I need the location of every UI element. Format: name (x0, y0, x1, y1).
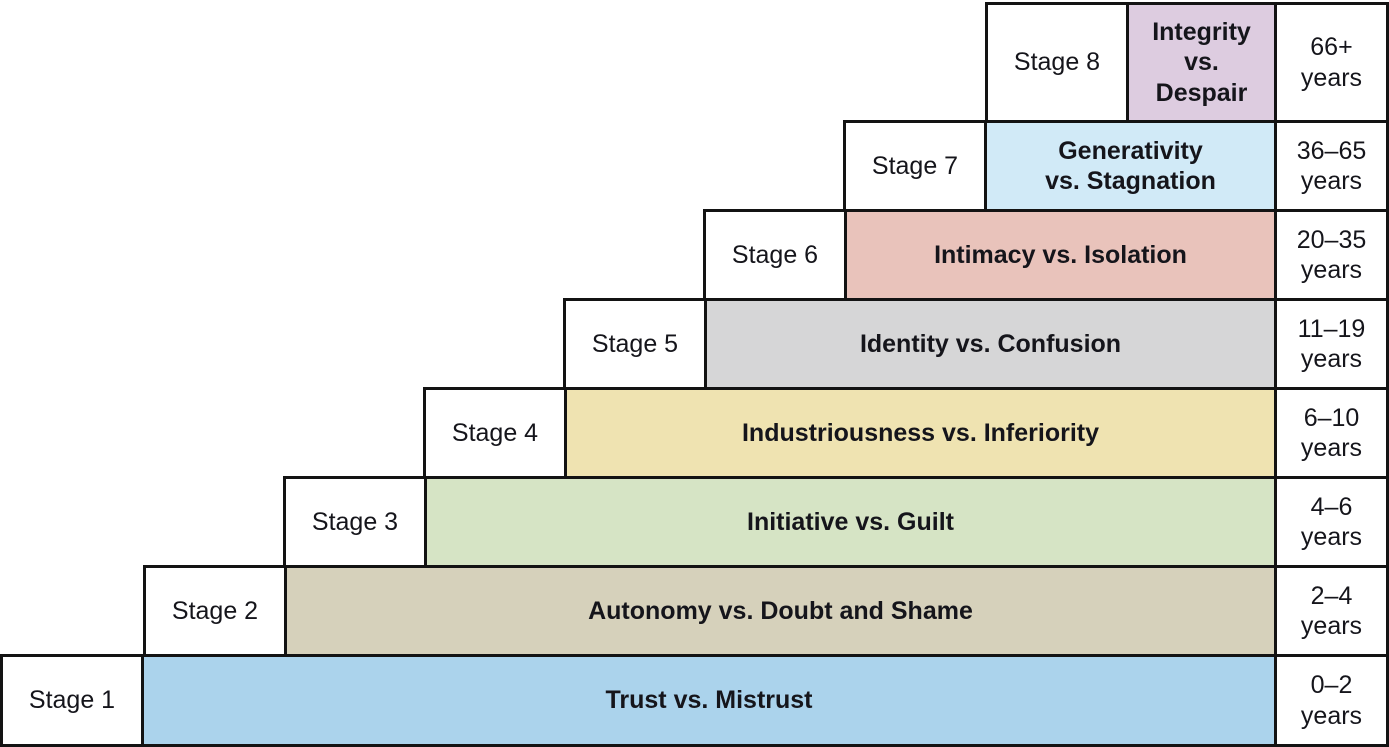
conflict-label: Trust vs. Mistrust (605, 686, 813, 715)
conflict-label: Autonomy vs. Doubt and Shame (588, 596, 973, 625)
stage-3-row: Stage 3 Initiative vs. Guilt 4–6 years (283, 476, 1389, 568)
stage-3-label-cell: Stage 3 (283, 476, 427, 568)
stage-5-conflict-cell: Identity vs. Confusion (704, 298, 1277, 390)
stage-label: Stage 7 (871, 151, 959, 180)
stage-2-conflict-cell: Autonomy vs. Doubt and Shame (284, 565, 1277, 657)
stage-2-row: Stage 2 Autonomy vs. Doubt and Shame 2–4… (143, 565, 1389, 657)
stage-7-label-cell: Stage 7 (843, 120, 987, 212)
age-range: 11–19 (1297, 314, 1366, 343)
age-unit: years (1300, 523, 1363, 551)
stage-7-conflict-cell: Generativity vs. Stagnation (984, 120, 1277, 212)
conflict-label: Initiative vs. Guilt (747, 507, 954, 536)
age-unit: years (1300, 345, 1363, 373)
stage-1-label-cell: Stage 1 (0, 654, 144, 747)
stage-2-age-cell: 2–4 years (1274, 565, 1389, 657)
stage-6-label-cell: Stage 6 (703, 209, 847, 301)
stage-5-age-cell: 11–19 years (1274, 298, 1389, 390)
stage-5-row: Stage 5 Identity vs. Confusion 11–19 yea… (563, 298, 1389, 390)
stage-label: Stage 6 (731, 240, 819, 269)
stage-8-age-cell: 66+ years (1274, 2, 1389, 123)
stage-6-conflict-cell: Intimacy vs. Isolation (844, 209, 1277, 301)
stage-4-label-cell: Stage 4 (423, 387, 567, 479)
stage-8-conflict-cell: Integrity vs. Despair (1126, 2, 1277, 123)
stage-1-conflict-cell: Trust vs. Mistrust (141, 654, 1277, 747)
conflict-label: Intimacy vs. Isolation (934, 240, 1187, 269)
stage-6-row: Stage 6 Intimacy vs. Isolation 20–35 yea… (703, 209, 1389, 301)
conflict-label-line: Integrity (1152, 17, 1251, 46)
stage-3-conflict-cell: Initiative vs. Guilt (424, 476, 1277, 568)
stage-8-row: Stage 8 Integrity vs. Despair 66+ years (985, 2, 1389, 123)
stage-label: Stage 3 (311, 507, 399, 536)
age-range: 2–4 (1310, 581, 1353, 610)
age-unit: years (1300, 167, 1363, 195)
stage-3-age-cell: 4–6 years (1274, 476, 1389, 568)
conflict-label-line: vs. (1184, 48, 1219, 77)
age-range: 66+ (1310, 33, 1353, 61)
stage-4-age-cell: 6–10 years (1274, 387, 1389, 479)
stage-7-age-cell: 36–65 years (1274, 120, 1389, 212)
age-unit: years (1300, 256, 1363, 284)
stage-7-row: Stage 7 Generativity vs. Stagnation 36–6… (843, 120, 1389, 212)
stage-label: Stage 4 (451, 418, 539, 447)
age-unit: years (1300, 434, 1363, 462)
conflict-label: Industriousness vs. Inferiority (741, 418, 1100, 447)
conflict-label-line: Generativity (1058, 136, 1203, 165)
stage-label: Stage 2 (171, 596, 259, 625)
stage-1-row: Stage 1 Trust vs. Mistrust 0–2 years (0, 654, 1389, 747)
conflict-label-line: Despair (1155, 78, 1248, 107)
stage-4-conflict-cell: Industriousness vs. Inferiority (564, 387, 1277, 479)
stage-2-label-cell: Stage 2 (143, 565, 287, 657)
age-range: 6–10 (1303, 403, 1360, 432)
stage-4-row: Stage 4 Industriousness vs. Inferiority … (423, 387, 1389, 479)
conflict-label: Identity vs. Confusion (859, 329, 1122, 358)
age-unit: years (1300, 612, 1363, 640)
age-unit: years (1300, 701, 1363, 730)
stage-1-age-cell: 0–2 years (1274, 654, 1389, 747)
age-range: 4–6 (1310, 492, 1353, 521)
stage-label: Stage 1 (28, 686, 116, 715)
age-range: 20–35 (1296, 225, 1367, 254)
age-range: 0–2 (1310, 671, 1353, 699)
conflict-label-line: vs. Stagnation (1045, 167, 1216, 195)
stage-8-label-cell: Stage 8 (985, 2, 1129, 123)
stage-6-age-cell: 20–35 years (1274, 209, 1389, 301)
age-range: 36–65 (1296, 136, 1367, 165)
age-unit: years (1300, 63, 1363, 92)
stage-label: Stage 8 (1013, 48, 1101, 77)
stage-5-label-cell: Stage 5 (563, 298, 707, 390)
stage-label: Stage 5 (591, 329, 679, 358)
